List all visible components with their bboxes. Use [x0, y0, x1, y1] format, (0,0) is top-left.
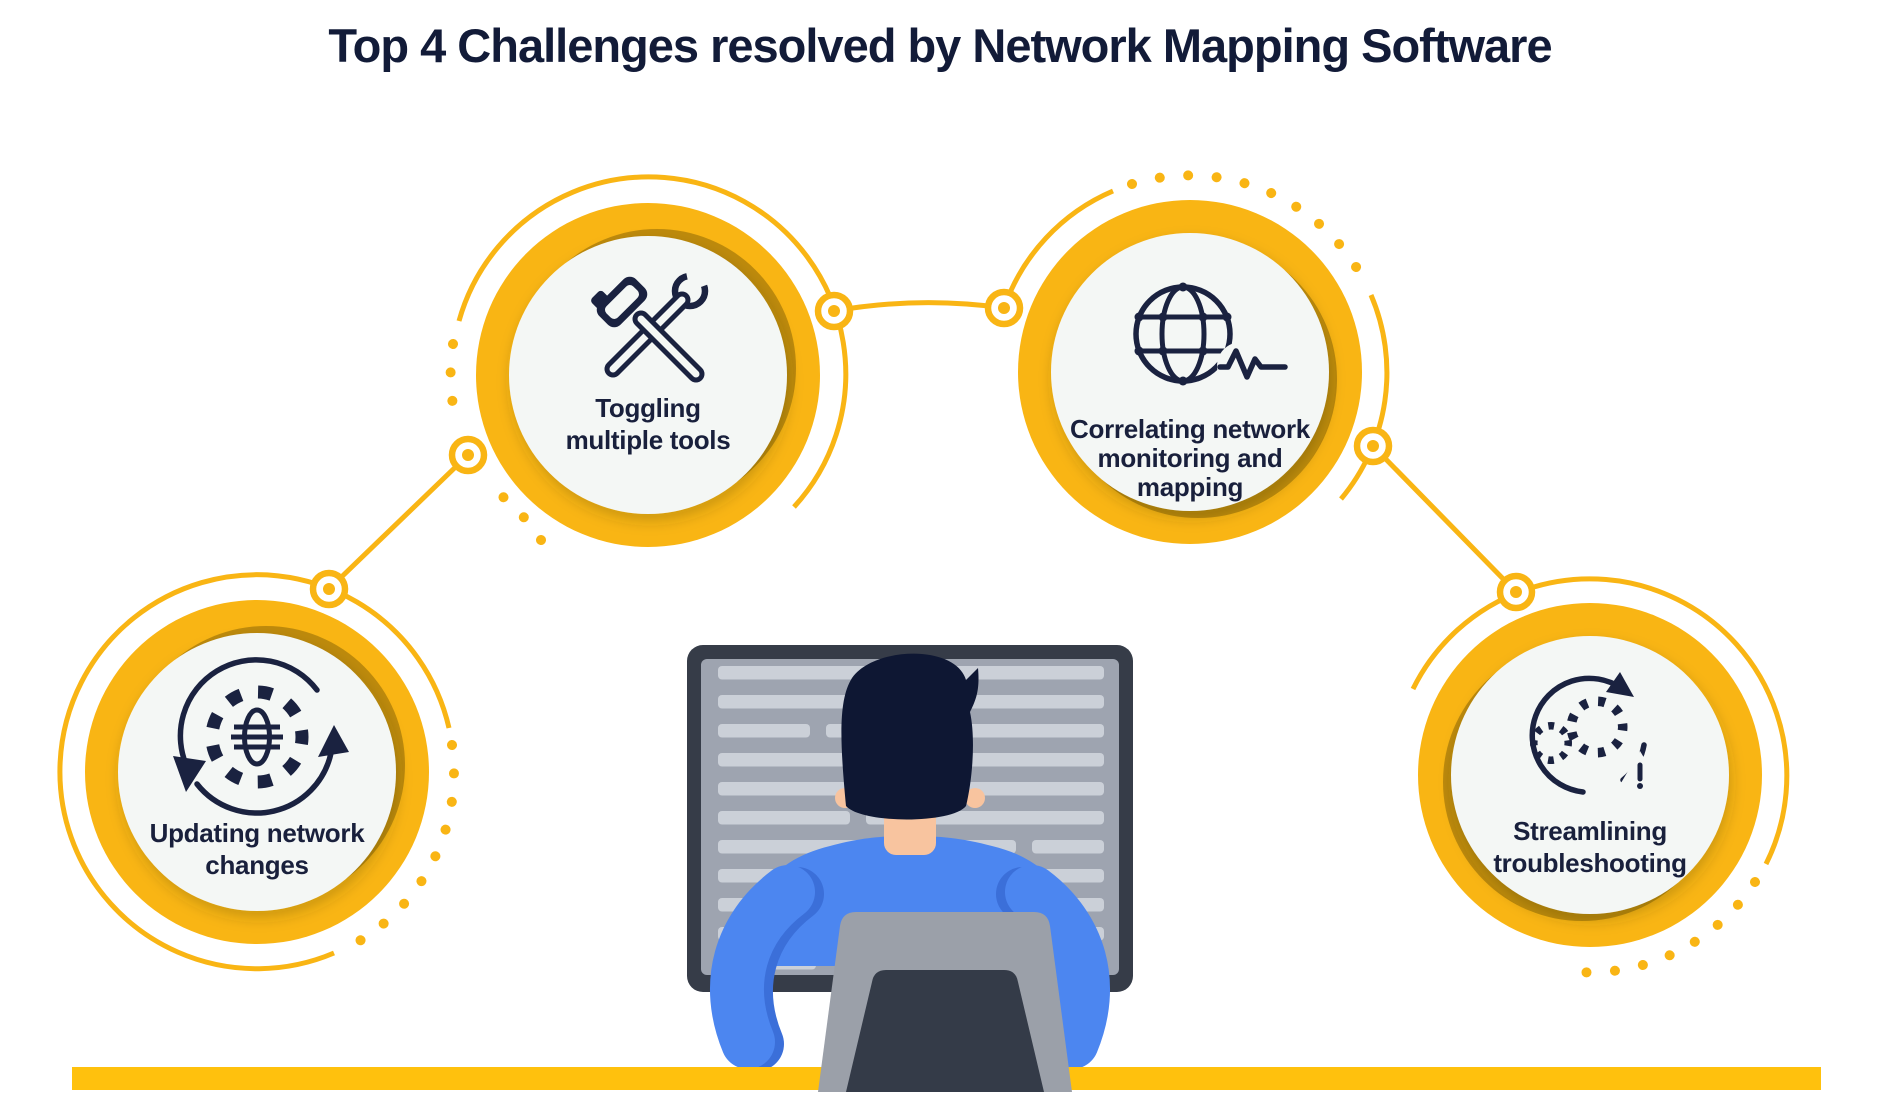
inner-circle [1451, 636, 1729, 914]
sync-gear-globe-icon [173, 657, 349, 816]
hammer-wrench-icon [591, 262, 720, 383]
right-arm [1005, 865, 1110, 1069]
challenge-node-streamlining-troubleshooting: Streamlining troubleshooting [1410, 576, 1790, 978]
challenge-label-line: multiple tools [566, 425, 731, 455]
challenge-node-updating-network-changes: Updating network changes [57, 572, 459, 972]
connector-2-3 [833, 300, 1005, 314]
decor-arc [1001, 188, 1114, 309]
code-line [718, 811, 850, 825]
node-dot [309, 569, 349, 609]
node-dot [1353, 426, 1393, 466]
challenge-label-line: Toggling [595, 393, 700, 423]
connector-3-4 [1371, 444, 1518, 594]
challenge-label-line: Streamlining [1513, 816, 1667, 846]
node-dot [1496, 572, 1536, 612]
decor-arc [1339, 294, 1390, 501]
code-line [718, 724, 810, 738]
page-title: Top 4 Challenges resolved by Network Map… [328, 19, 1551, 72]
challenge-label-line: changes [205, 850, 308, 880]
decor-dotted-arc [1561, 877, 1760, 978]
left-arm [710, 865, 815, 1069]
person-at-computer-illustration [72, 645, 1821, 1092]
decor-arc [1410, 576, 1790, 866]
node-dot [814, 291, 854, 331]
code-line [718, 666, 876, 680]
challenge-label-line: Correlating network [1070, 414, 1311, 444]
inner-circle [509, 236, 787, 514]
right-ear [965, 788, 985, 808]
connector-lines [327, 300, 1518, 594]
challenge-label-line: Updating network [150, 818, 366, 848]
inner-circle [1051, 233, 1329, 511]
decor-dotted-arc [351, 740, 459, 948]
gears-alert-icon [1529, 672, 1665, 795]
node-dot [984, 288, 1024, 328]
code-line [1032, 840, 1104, 854]
hair [841, 653, 979, 820]
challenge-node-toggling-multiple-tools: Toggling multiple tools [445, 174, 849, 547]
connector-1-2 [327, 453, 470, 591]
decor-arc [57, 572, 452, 972]
decor-arc [456, 174, 849, 509]
decor-dotted-arc [1127, 170, 1367, 282]
decor-dotted-arc [445, 339, 460, 421]
node-dot [448, 435, 488, 475]
chair-back-panel [846, 970, 1044, 1092]
challenge-label-line: mapping [1137, 472, 1243, 502]
challenge-label-line: troubleshooting [1493, 848, 1686, 878]
connection-nodes [309, 288, 1536, 612]
challenge-label-line: monitoring and [1098, 443, 1283, 473]
globe-monitoring-icon [1133, 282, 1288, 390]
challenge-node-correlating-monitoring-mapping: Correlating network monitoring and mappi… [1001, 170, 1390, 544]
